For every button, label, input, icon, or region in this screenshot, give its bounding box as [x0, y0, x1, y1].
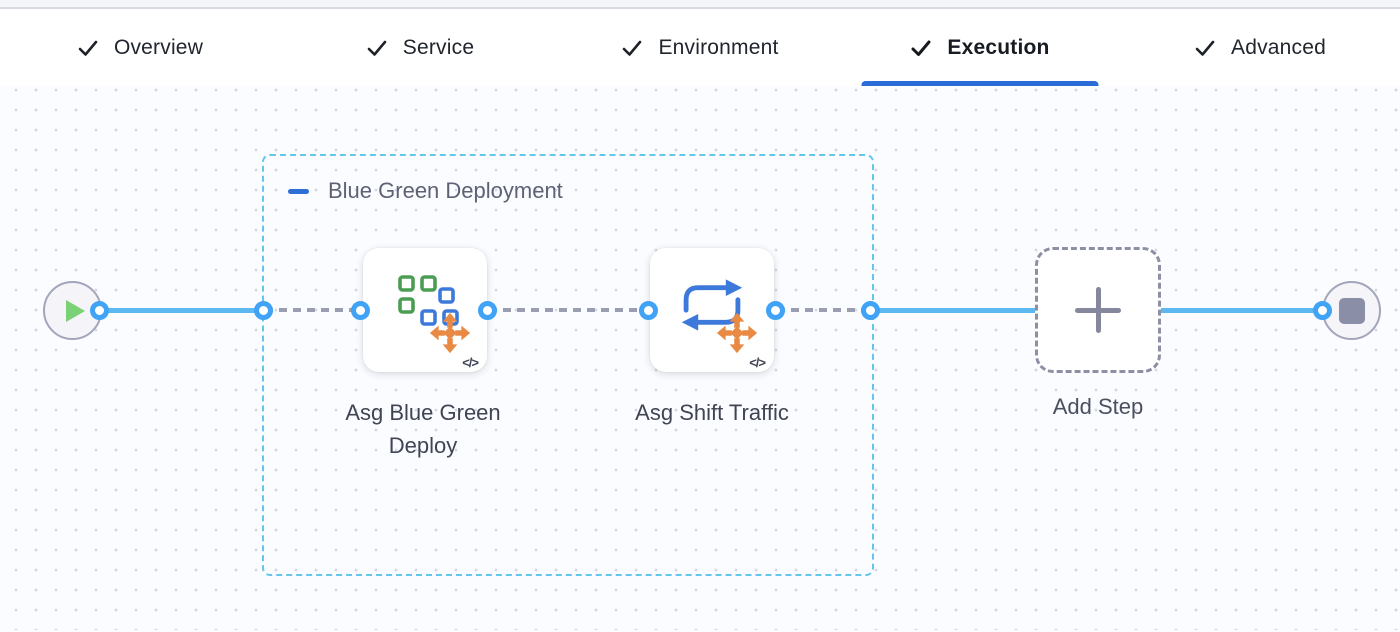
connector-port[interactable] — [639, 301, 658, 320]
pipeline-stage-tab-bar: Overview Service Environment Execution A… — [0, 9, 1400, 86]
check-icon — [367, 40, 387, 56]
active-tab-underline — [861, 81, 1099, 86]
connector-port[interactable] — [90, 301, 109, 320]
connector-line-step2-to-group-edge — [777, 308, 870, 312]
code-badge-icon: </> — [462, 355, 479, 370]
connector-line-start-to-group — [99, 308, 263, 313]
tab-environment[interactable]: Environment — [560, 9, 840, 86]
add-step-label: Add Step — [1052, 394, 1144, 419]
asg-blue-green-deploy-icon — [398, 275, 459, 326]
plus-icon — [1075, 287, 1121, 333]
add-step-button[interactable] — [1035, 247, 1161, 373]
connector-port[interactable] — [1313, 301, 1332, 320]
stop-icon — [1338, 297, 1365, 324]
step-card-asg-shift-traffic[interactable]: </> — [650, 248, 774, 372]
step-group-label[interactable]: Blue Green Deployment — [328, 178, 563, 203]
tab-service[interactable]: Service — [280, 9, 560, 86]
connector-line-group-to-step1 — [265, 308, 360, 312]
step-group-header: Blue Green Deployment — [288, 178, 563, 204]
move-arrows-icon — [716, 312, 758, 354]
connector-port[interactable] — [351, 301, 370, 320]
connector-line-step1-to-step2 — [489, 308, 648, 312]
code-badge-icon: </> — [749, 355, 766, 370]
step-group-blue-green-deployment[interactable]: Blue Green Deployment — [262, 154, 874, 576]
window-top-strip — [0, 0, 1400, 9]
play-icon — [66, 299, 85, 322]
connector-port[interactable] — [478, 301, 497, 320]
tab-label: Overview — [113, 35, 204, 59]
tab-advanced[interactable]: Advanced — [1120, 9, 1400, 86]
check-icon — [78, 40, 98, 56]
step-label-asg-shift-traffic: Asg Shift Traffic — [635, 400, 789, 425]
tab-execution[interactable]: Execution — [840, 9, 1120, 86]
pipeline-execution-canvas[interactable]: Blue Green Deployment </ — [0, 86, 1400, 630]
connector-port[interactable] — [861, 301, 880, 320]
move-arrows-icon — [429, 312, 471, 354]
step-label-asg-blue-green-deploy: Asg Blue Green Deploy — [345, 400, 501, 458]
collapse-group-minus-icon[interactable] — [288, 188, 309, 194]
tab-label: Execution — [947, 35, 1050, 59]
step-card-asg-blue-green-deploy[interactable]: </> — [363, 248, 487, 372]
check-icon — [623, 40, 642, 56]
tab-label: Service — [402, 35, 475, 59]
connector-port[interactable] — [254, 301, 273, 320]
check-icon — [1195, 40, 1215, 56]
connector-port[interactable] — [766, 301, 785, 320]
tab-label: Advanced — [1230, 35, 1326, 59]
tab-overview[interactable]: Overview — [0, 9, 280, 86]
check-icon — [911, 40, 931, 56]
asg-shift-traffic-icon — [681, 279, 743, 331]
tab-label: Environment — [658, 35, 779, 59]
